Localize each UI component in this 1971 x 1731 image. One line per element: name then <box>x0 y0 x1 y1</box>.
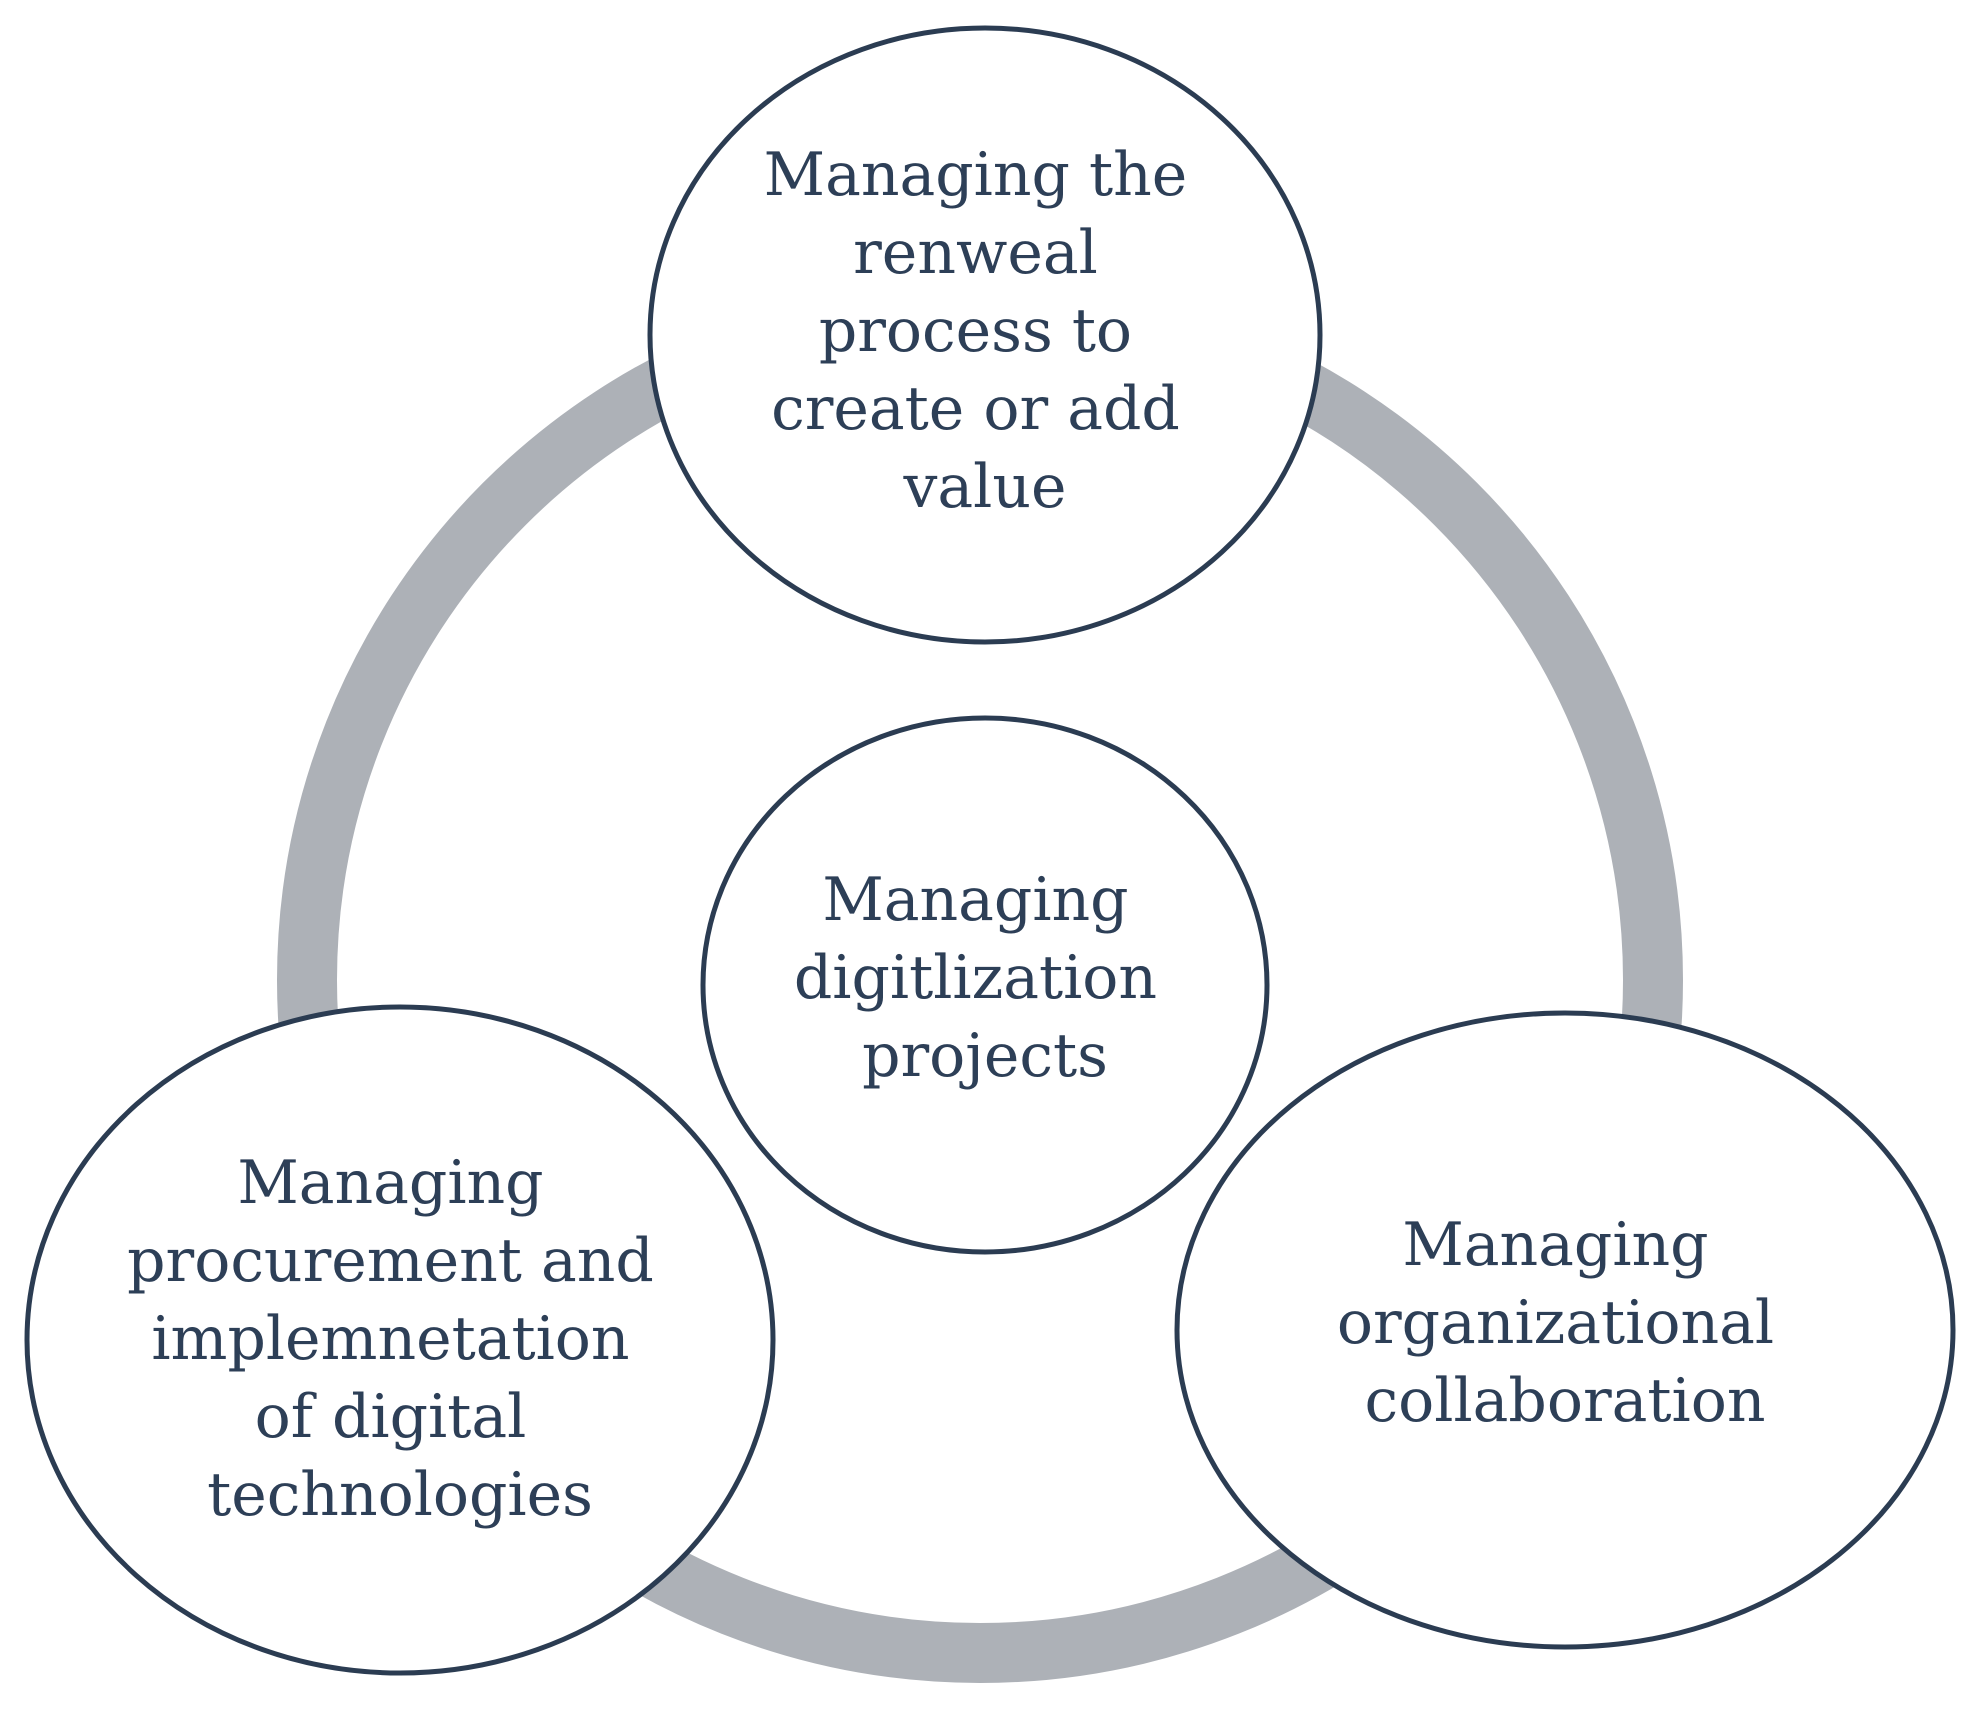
node-center-line: digitlization <box>794 943 1157 1013</box>
node-top: Managing the renweal process to create o… <box>647 25 1323 645</box>
node-bottom-left-line: of digital <box>255 1382 527 1452</box>
node-top-line: process to <box>819 296 1132 366</box>
node-top-text: Managing the renweal process to create o… <box>764 140 1207 522</box>
node-bottom-right-line: organizational <box>1337 1288 1774 1358</box>
node-center-line: projects <box>862 1021 1108 1091</box>
node-bottom-right-line: collaboration <box>1365 1366 1766 1436</box>
node-bottom-left-ellipse <box>24 1004 776 1676</box>
node-bottom-left: Managing procurement and implemnetation … <box>24 1004 776 1676</box>
node-bottom-right-text: Managing organizational collaboration <box>1337 1210 1793 1436</box>
node-top-ellipse <box>647 25 1323 645</box>
node-top-line: renweal <box>853 218 1098 288</box>
node-top-line: Managing the <box>764 140 1188 210</box>
node-bottom-left-text: Managing procurement and implemnetation … <box>127 1148 673 1530</box>
node-center-ellipse <box>700 715 1270 1255</box>
node-bottom-right: Managing organizational collaboration <box>1174 1010 1956 1650</box>
node-center-line: Managing <box>822 865 1128 935</box>
node-bottom-left-line: Managing <box>237 1148 543 1218</box>
node-bottom-left-line: procurement and <box>127 1226 654 1296</box>
node-center-text: Managing digitlization projects <box>794 865 1176 1091</box>
node-bottom-right-line: Managing <box>1402 1210 1708 1280</box>
node-bottom-right-ellipse <box>1174 1010 1956 1650</box>
node-top-line: create or add <box>771 374 1180 444</box>
node-bottom-left-line: technologies <box>207 1460 593 1530</box>
node-center: Managing digitlization projects <box>700 715 1270 1255</box>
node-top-line: value <box>902 452 1066 522</box>
node-bottom-left-line: implemnetation <box>151 1304 629 1374</box>
